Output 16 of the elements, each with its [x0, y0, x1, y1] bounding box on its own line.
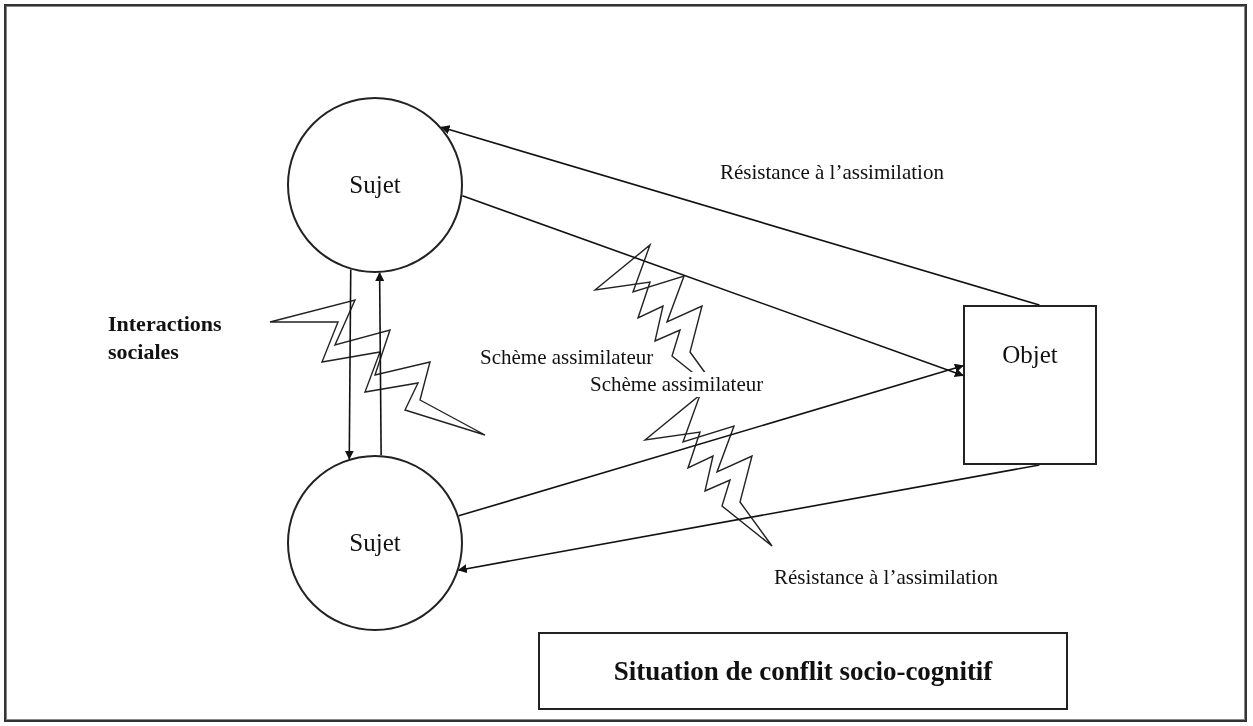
arrow: [457, 464, 1041, 574]
edge-label: Schème assimilateur: [588, 372, 766, 397]
arrow: [375, 272, 385, 456]
arrow: [440, 125, 1041, 306]
subject-circle: [287, 455, 463, 631]
node-label: Sujet: [349, 171, 401, 199]
arrow: [457, 363, 964, 517]
annotation-text: Interactions sociales: [108, 310, 223, 365]
object-box: [963, 305, 1097, 465]
subject-circle: [287, 97, 463, 273]
title-box: [538, 632, 1068, 710]
node-label: Sujet: [349, 529, 401, 557]
arrow: [344, 268, 354, 460]
node-label: Objet: [1002, 341, 1058, 369]
arrow: [461, 194, 964, 377]
node-label: Situation de conflit socio-cognitif: [613, 655, 993, 687]
